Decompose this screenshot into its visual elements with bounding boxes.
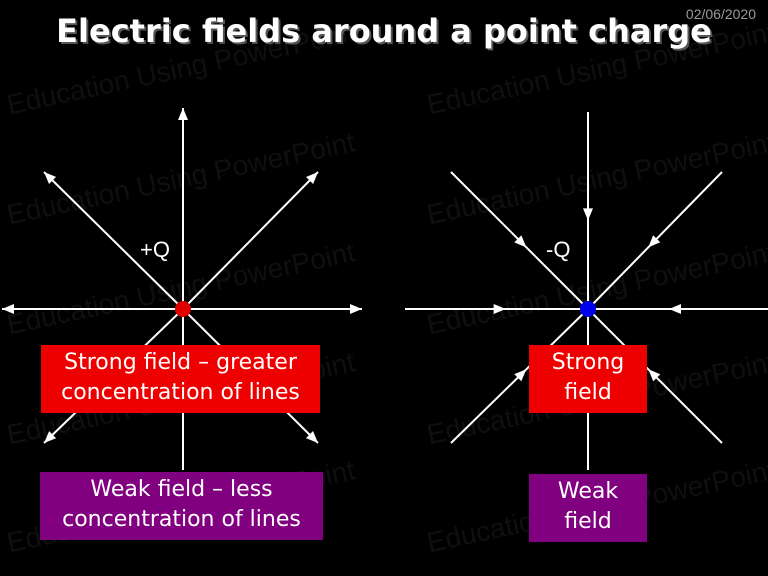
field-line: [182, 171, 319, 310]
arrowhead-icon: [648, 235, 661, 248]
strong-field-line-1: Strong field – greater: [64, 350, 297, 375]
slide-date: 02/06/2020: [685, 6, 756, 22]
weak-field-line-1: Weak field – less: [90, 477, 273, 502]
field-line: [43, 171, 184, 310]
negative-strong-line-1: Strong: [551, 350, 625, 375]
negative-strong-field-box: Strong field: [529, 345, 647, 413]
arrowhead-icon: [669, 304, 681, 314]
arrowhead-icon: [2, 304, 14, 314]
negative-weak-line-2: field: [564, 509, 612, 534]
arrowhead-icon: [514, 235, 527, 248]
arrowhead-icon: [44, 431, 57, 443]
weak-field-box: Weak field – less concentration of lines: [40, 472, 323, 540]
arrowhead-icon: [514, 369, 527, 382]
negative-strong-line-2: field: [564, 380, 612, 405]
strong-field-box: Strong field – greater concentration of …: [41, 345, 320, 413]
positive-charge-label: +Q: [140, 237, 170, 262]
negative-field-lines: [405, 112, 768, 470]
strong-field-line-2: concentration of lines: [61, 380, 300, 405]
arrowhead-icon: [493, 304, 506, 314]
arrowhead-icon: [583, 208, 593, 221]
arrowhead-icon: [648, 369, 661, 382]
positive-field-lines: [2, 108, 362, 470]
arrowhead-icon: [305, 430, 318, 443]
negative-charge-label: -Q: [546, 237, 571, 262]
positive-charge-dot: [175, 301, 191, 317]
arrowhead-icon: [306, 172, 318, 185]
arrowhead-icon: [350, 304, 362, 314]
weak-field-line-2: concentration of lines: [62, 507, 301, 532]
slide-title: Electric fields around a point charge: [56, 12, 712, 50]
arrowhead-icon: [178, 108, 188, 120]
arrowhead-icon: [44, 172, 57, 184]
negative-charge-dot: [580, 301, 596, 317]
negative-weak-field-box: Weak field: [529, 474, 647, 542]
negative-weak-line-1: Weak: [557, 479, 619, 504]
